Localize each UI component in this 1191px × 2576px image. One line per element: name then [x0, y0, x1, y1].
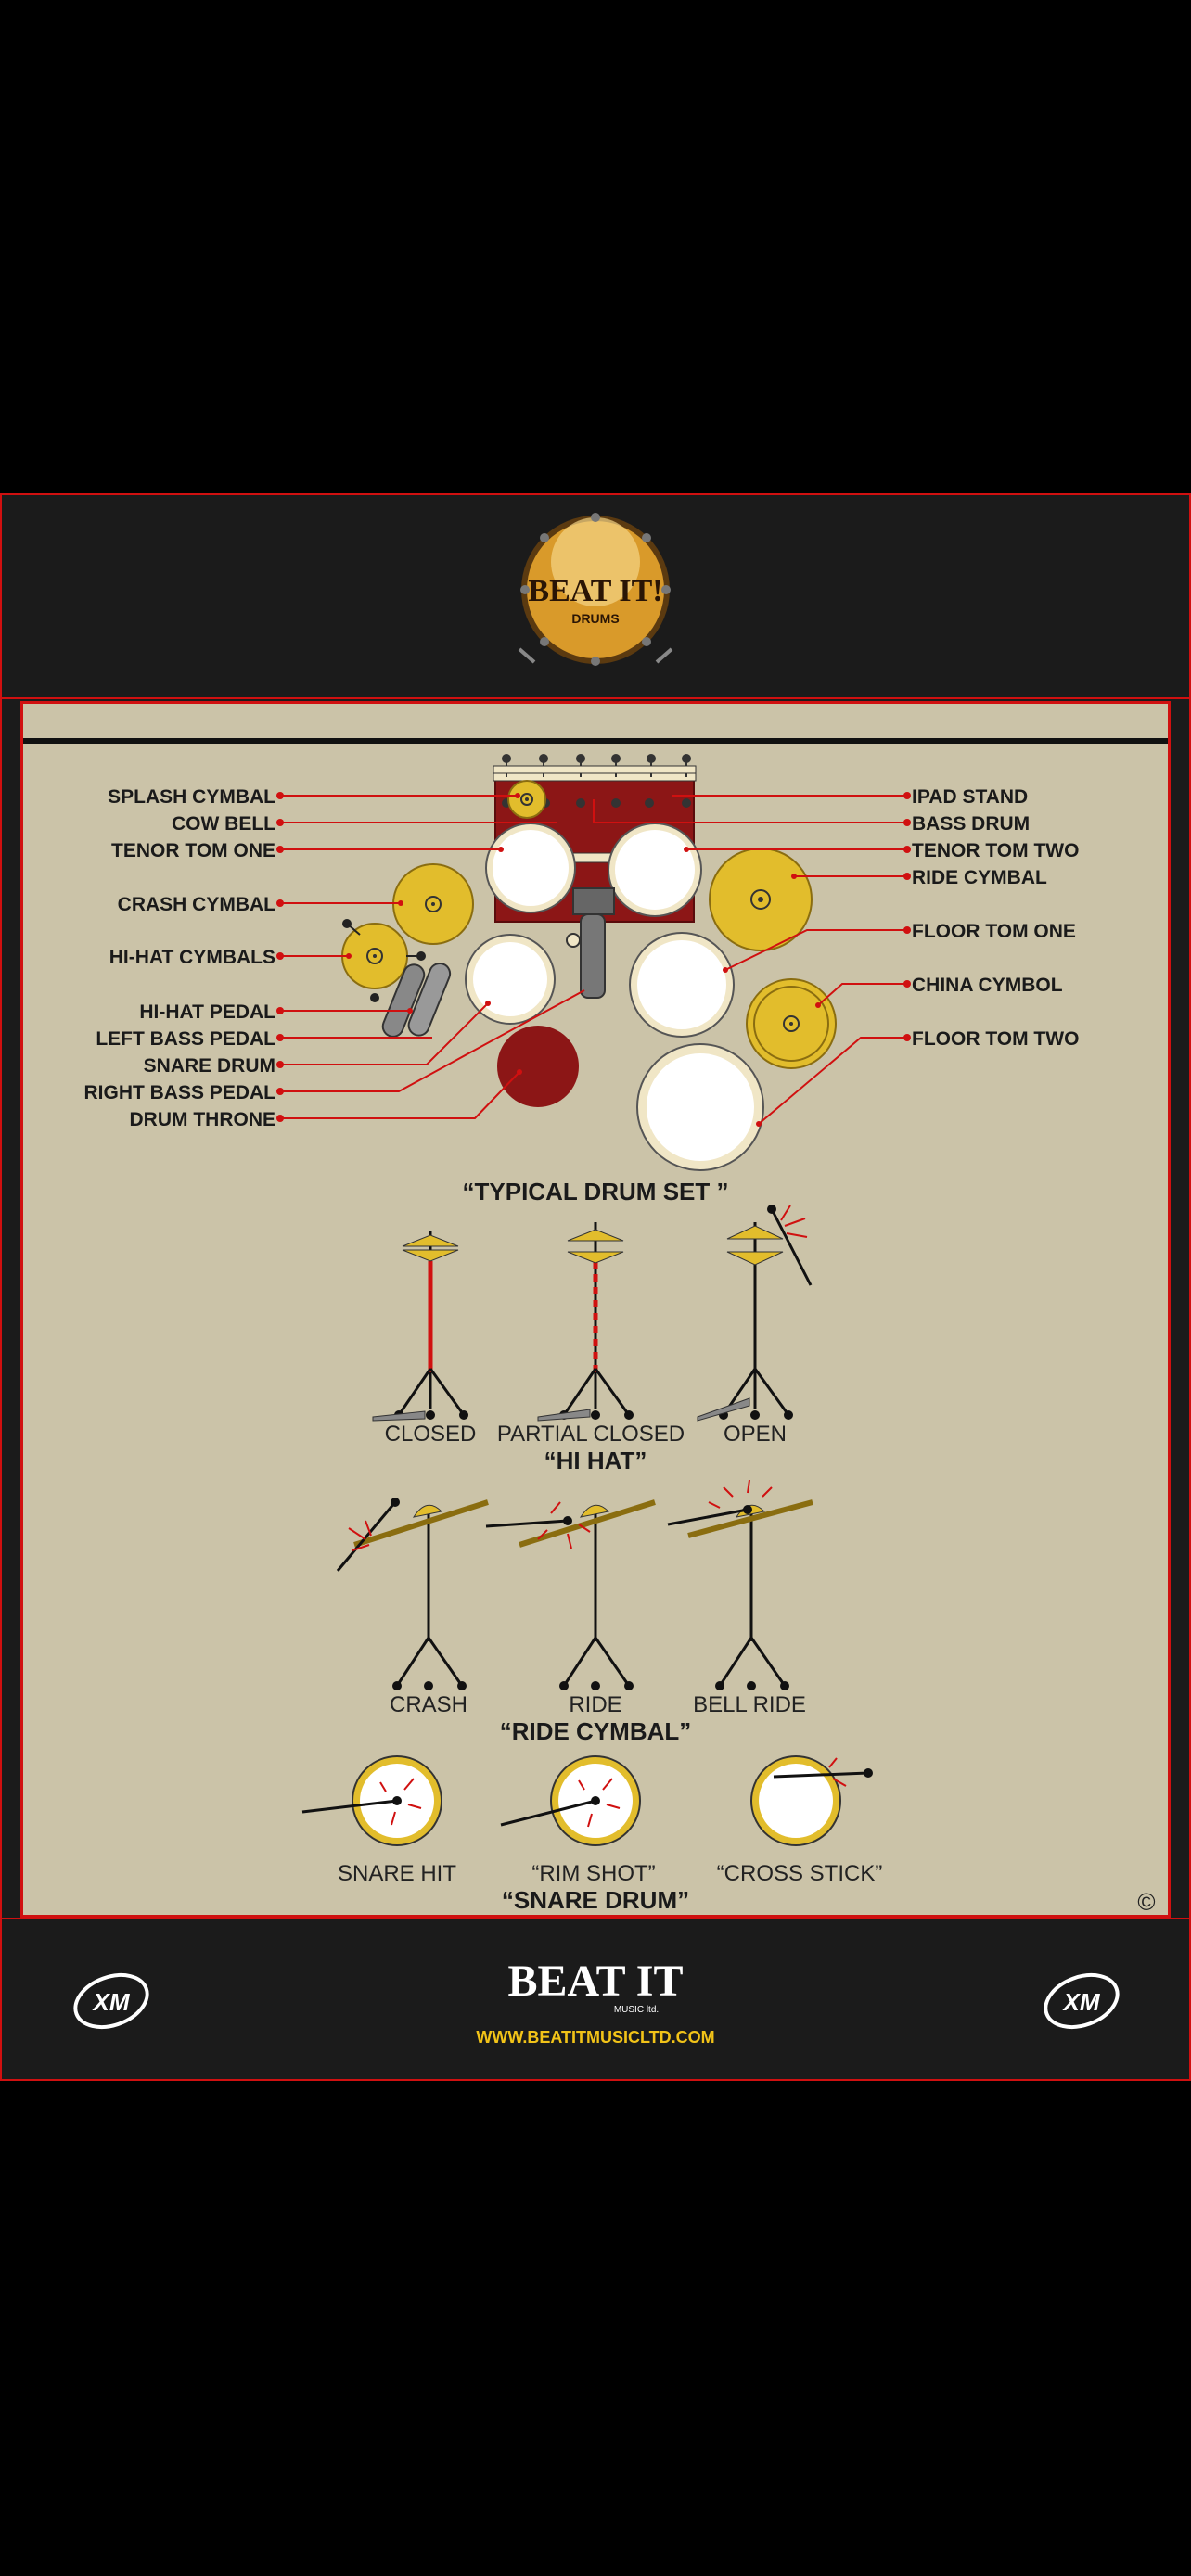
label-hi-hat-pedal: HI-HAT PEDAL — [139, 1001, 275, 1023]
footer-logo-sub: MUSIC ltd. — [614, 2005, 659, 2015]
label-ride-cymbal: RIDE CYMBAL — [912, 867, 1047, 888]
rim-shot-illustration — [500, 1755, 641, 1846]
hi-hat-title: “HI HAT” — [544, 1447, 647, 1474]
beat-it-drums-logo: BEAT IT! DRUMS — [518, 513, 673, 666]
crash-illustration — [336, 1498, 489, 1690]
label-floor-tom-one: FLOOR TOM ONE — [912, 921, 1076, 942]
xm-logo-right: XM — [1044, 1972, 1120, 2030]
label-snare-drum: SNARE DRUM — [144, 1055, 275, 1077]
drum-set-illustration — [341, 754, 837, 1171]
label-splash-cymbal: SPLASH CYMBAL — [108, 786, 275, 808]
copyright-symbol: © — [1137, 1888, 1155, 1916]
label-china-cymbol: CHINA CYMBOL — [912, 975, 1063, 996]
caption-ride: RIDE — [569, 1692, 621, 1717]
hi-hat-closed-illustration — [372, 1231, 468, 1422]
label-tenor-tom-two: TENOR TOM TWO — [912, 840, 1079, 861]
caption-rim-shot: “RIM SHOT” — [531, 1861, 655, 1886]
label-right-bass-pedal: RIGHT BASS PEDAL — [83, 1082, 275, 1103]
website-url[interactable]: WWW.BEATITMUSICLTD.COM — [476, 2028, 715, 2047]
drum-set-title: “TYPICAL DRUM SET ” — [463, 1178, 729, 1205]
label-lines — [280, 795, 907, 1125]
logo-sub-text: DRUMS — [571, 611, 619, 626]
xm-logo-left: XM — [73, 1972, 149, 2030]
caption-snare-hit: SNARE HIT — [338, 1861, 456, 1886]
label-cow-bell: COW BELL — [172, 813, 275, 835]
top-divider — [23, 738, 1168, 744]
hi-hat-partial-closed-illustration — [537, 1222, 634, 1422]
label-dots — [276, 792, 911, 1127]
label-hi-hat-cymbals: HI-HAT CYMBALS — [109, 947, 275, 968]
ride-cymbal-title: “RIDE CYMBAL” — [500, 1717, 692, 1745]
snare-drum-title: “SNARE DRUM” — [502, 1886, 689, 1914]
hi-hat-open-illustration — [697, 1205, 813, 1422]
snare-hit-illustration — [301, 1755, 442, 1846]
cross-stick-illustration — [750, 1755, 873, 1846]
caption-open: OPEN — [724, 1422, 787, 1447]
caption-cross-stick: “CROSS STICK” — [717, 1861, 883, 1886]
logo-main-text: BEAT IT! — [528, 574, 662, 608]
label-bass-drum: BASS DRUM — [912, 813, 1030, 835]
label-left-bass-pedal: LEFT BASS PEDAL — [96, 1028, 275, 1050]
bell-ride-illustration — [667, 1479, 813, 1690]
caption-crash: CRASH — [390, 1692, 467, 1717]
svg-text:XM: XM — [1062, 1988, 1101, 2016]
caption-partial-closed: PARTIAL CLOSED — [497, 1422, 685, 1447]
footer-bar — [0, 1918, 1191, 2081]
label-drum-throne: DRUM THRONE — [130, 1109, 276, 1130]
svg-text:XM: XM — [92, 1988, 131, 2016]
caption-bell-ride: BELL RIDE — [693, 1692, 806, 1717]
footer-logo-text: BEAT IT — [508, 1957, 684, 2006]
label-crash-cymbal: CRASH CYMBAL — [118, 894, 276, 915]
ride-illustration — [485, 1499, 656, 1690]
label-ipad-stand: IPAD STAND — [912, 786, 1028, 808]
label-tenor-tom-one: TENOR TOM ONE — [111, 840, 275, 861]
label-floor-tom-two: FLOOR TOM TWO — [912, 1028, 1079, 1050]
caption-closed: CLOSED — [385, 1422, 477, 1447]
